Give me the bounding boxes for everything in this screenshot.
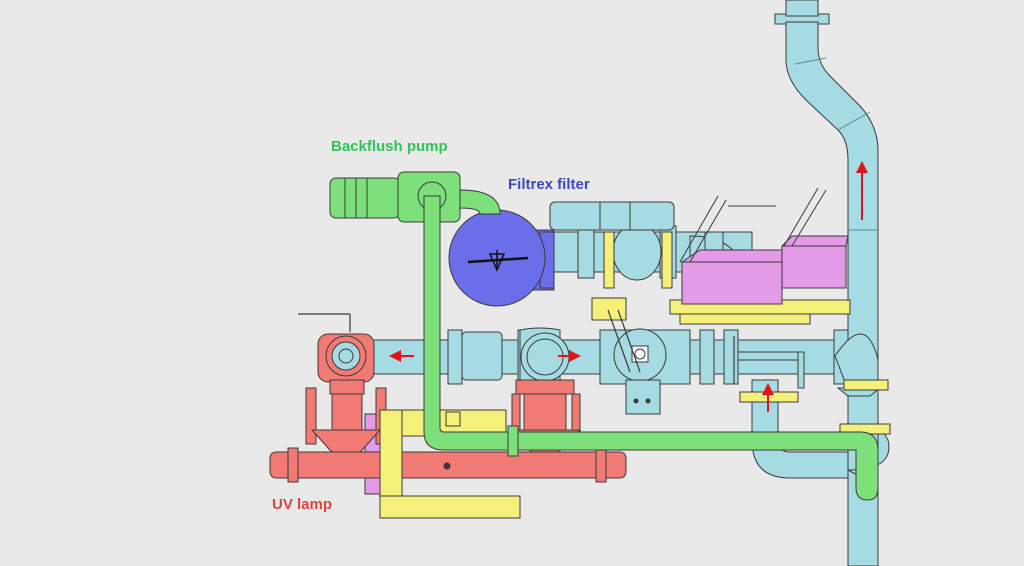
upper-yellow-clamps — [591, 231, 851, 325]
valve-handles — [298, 309, 735, 384]
backflush-line — [423, 195, 879, 501]
middle-cyan-pipe — [359, 327, 882, 415]
filtrex-filter-label: Filtrex filter — [508, 176, 590, 193]
uv-housing-caps — [331, 341, 361, 371]
filtrex-filter — [448, 209, 555, 307]
flow-arrows — [389, 161, 868, 412]
backflush-pump — [329, 171, 501, 223]
uv-lamp-label: UV lamp — [272, 496, 333, 513]
backflush-pump-label: Backflush pump — [331, 138, 448, 155]
